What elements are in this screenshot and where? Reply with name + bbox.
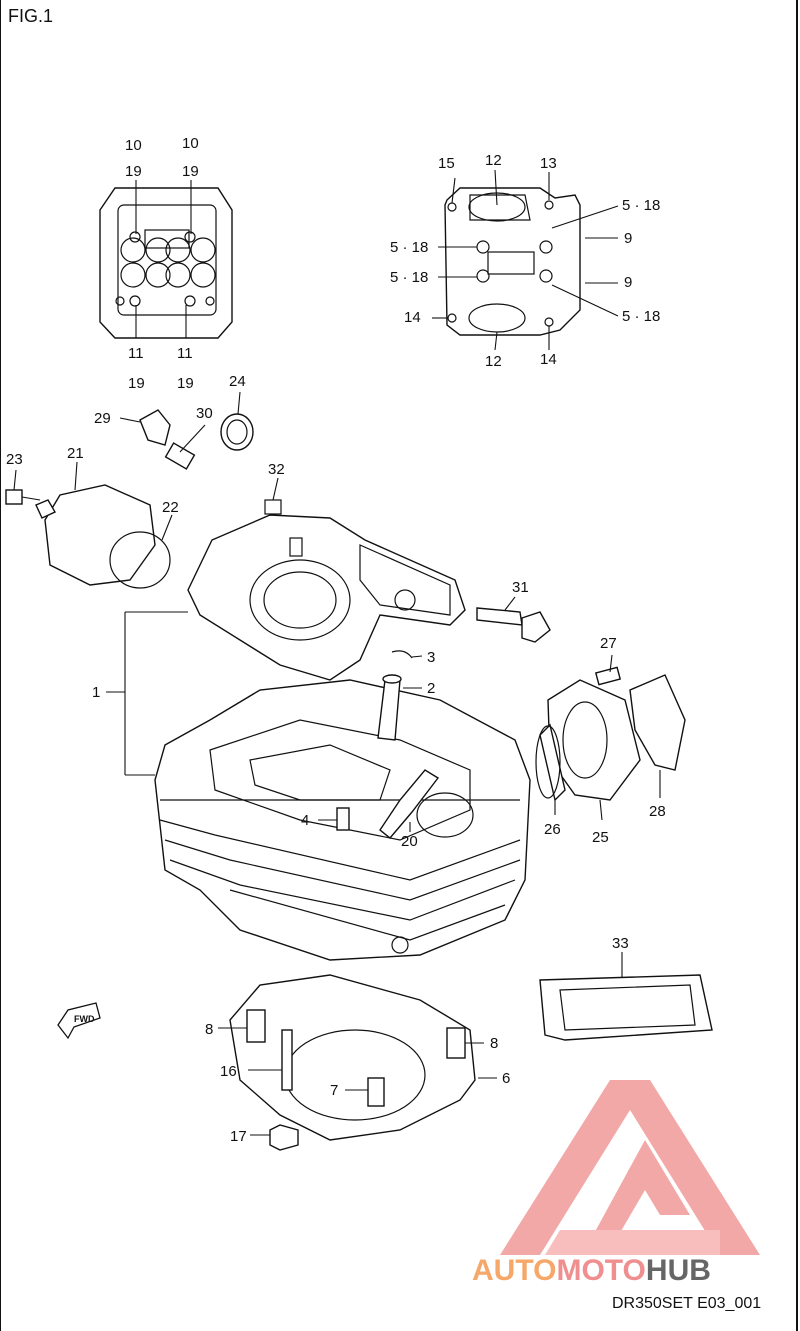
head-top-view [432, 169, 619, 351]
callout-5-18: 5 · 18 [622, 308, 660, 325]
callout-25: 25 [592, 829, 609, 846]
callout-16: 16 [220, 1063, 237, 1080]
callout-labels: 10 19 10 19 11 19 11 19 15 12 13 5 · 18 … [6, 135, 666, 1145]
callout-11: 11 [177, 345, 193, 362]
callout-19: 19 [128, 375, 145, 392]
callout-20: 20 [401, 833, 418, 850]
callout-19: 19 [177, 375, 194, 392]
gasket-set [539, 952, 713, 1041]
callout-22: 22 [162, 499, 179, 516]
callout-29: 29 [94, 410, 111, 427]
callout-33: 33 [612, 935, 629, 952]
callout-5-18: 5 · 18 [390, 239, 428, 256]
watermark-logo [500, 1080, 760, 1255]
callout-27: 27 [600, 635, 617, 652]
callout-5-18: 5 · 18 [390, 269, 428, 286]
tappet-cap [5, 484, 171, 589]
callout-10: 10 [182, 135, 199, 152]
callout-30: 30 [196, 405, 213, 422]
head-gasket [218, 974, 497, 1151]
head-cover [187, 499, 551, 681]
fwd-arrow: FWD [57, 1002, 101, 1040]
callout-7: 7 [330, 1082, 338, 1099]
callout-8: 8 [490, 1035, 498, 1052]
callout-19: 19 [125, 163, 142, 180]
callout-9: 9 [624, 230, 632, 247]
callout-14: 14 [540, 351, 557, 368]
callout-14: 14 [404, 309, 421, 326]
callout-23: 23 [6, 451, 23, 468]
callout-12: 12 [485, 353, 502, 370]
diagram-code: DR350SET E03_001 [612, 1295, 761, 1312]
figure-label: FIG.1 [8, 6, 53, 26]
callout-6: 6 [502, 1070, 510, 1087]
callout-31: 31 [512, 579, 529, 596]
callout-5-18: 5 · 18 [622, 197, 660, 214]
valve-parts [318, 650, 440, 839]
callout-2: 2 [427, 680, 435, 697]
callout-15: 15 [438, 155, 455, 172]
callout-10: 10 [125, 137, 142, 154]
callout-19: 19 [182, 163, 199, 180]
callout-13: 13 [540, 155, 557, 172]
head-underside-view [99, 180, 233, 339]
callout-4: 4 [301, 812, 309, 829]
leader-lines [13, 391, 516, 611]
small-parts-upper [139, 409, 254, 470]
callout-8: 8 [205, 1021, 213, 1038]
callout-24: 24 [229, 373, 246, 390]
intake-pipe [535, 654, 686, 821]
callout-1: 1 [92, 684, 100, 701]
callout-32: 32 [268, 461, 285, 478]
callout-9: 9 [624, 274, 632, 291]
callout-17: 17 [230, 1128, 247, 1145]
callout-26: 26 [544, 821, 561, 838]
watermark-brand: AUTOMOTOHUB [472, 1254, 711, 1287]
callout-11: 11 [128, 345, 144, 362]
callout-12: 12 [485, 152, 502, 169]
callout-21: 21 [67, 445, 84, 462]
callout-28: 28 [649, 803, 666, 820]
fwd-label: FWD [74, 1014, 95, 1024]
callout-3: 3 [427, 649, 435, 666]
